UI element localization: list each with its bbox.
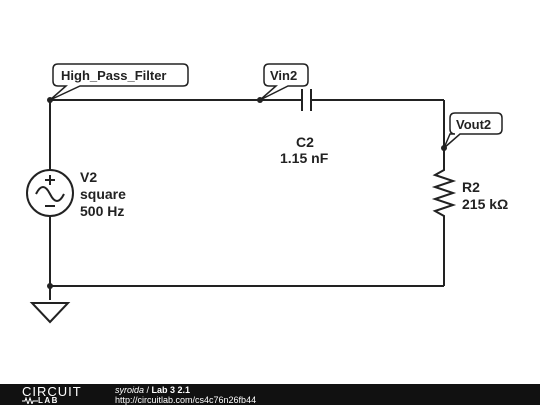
capacitor-value: 1.15 nF [280, 150, 329, 166]
junction-dot [47, 283, 53, 289]
author-link[interactable]: syroida [115, 385, 145, 395]
net-label-vin[interactable]: Vin2 [259, 63, 309, 101]
resistor-value: 215 kΩ [462, 196, 508, 212]
footer-bar: CIRCUIT LAB syroida / Lab 3 2.1 http://c… [0, 384, 540, 405]
resistor-name: R2 [462, 179, 480, 195]
net-label-high-pass-text: High_Pass_Filter [61, 68, 167, 83]
net-label-high-pass[interactable]: High_Pass_Filter [49, 63, 189, 101]
net-label-vout-text: Vout2 [456, 117, 491, 132]
logo-bottom-text: LAB [38, 396, 59, 405]
capacitor-c2[interactable] [301, 89, 312, 111]
circuitlab-logo[interactable]: CIRCUIT LAB [22, 384, 94, 405]
resistor-r2[interactable] [431, 165, 457, 220]
logo-top-text: CIRCUIT [22, 384, 82, 399]
title-separator: / [144, 385, 152, 395]
schematic: C2 1.15 nF R2 215 kΩ V2 square 500 Hz Hi… [26, 63, 508, 324]
circuit-meta: syroida / Lab 3 2.1 http://circuitlab.co… [115, 385, 256, 405]
resistor-logo-icon [22, 397, 38, 404]
source-freq: 500 Hz [80, 203, 124, 219]
voltage-source-v2[interactable] [26, 169, 74, 217]
capacitor-name: C2 [296, 134, 314, 150]
ground-symbol [29, 302, 71, 324]
circuit-title-link[interactable]: Lab 3 2.1 [151, 385, 191, 395]
source-name: V2 [80, 169, 97, 185]
circuit-title-line: syroida / Lab 3 2.1 [115, 385, 256, 395]
net-label-vin-text: Vin2 [270, 68, 297, 83]
circuit-url[interactable]: http://circuitlab.com/cs4c76n26fb44 [115, 395, 257, 405]
net-label-vout[interactable]: Vout2 [443, 112, 503, 149]
source-wave: square [80, 186, 126, 202]
